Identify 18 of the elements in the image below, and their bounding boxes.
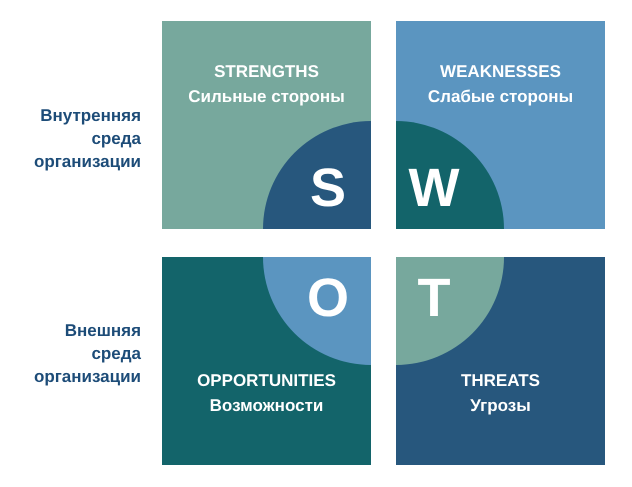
- quadrant-letter: O: [307, 271, 349, 325]
- side-label: Внутренняя среда организации: [34, 105, 141, 173]
- quadrant-letter: T: [418, 271, 450, 325]
- quadrant-subtitle: Слабые стороны: [428, 86, 574, 108]
- swot-quadrant: [396, 257, 605, 465]
- quadrant-letter: W: [408, 161, 460, 215]
- quadrant-title: THREATS: [460, 370, 540, 392]
- quadrant-title: OPPORTUNITIES: [197, 370, 336, 392]
- quadrant-title: WEAKNESSES: [440, 61, 561, 83]
- swot-quadrant: [162, 21, 371, 229]
- quadrant-title: STRENGTHS: [214, 61, 319, 83]
- swot-quadrant: [162, 257, 371, 465]
- quadrant-subtitle: Угрозы: [470, 395, 531, 417]
- quadrant-subtitle: Сильные стороны: [188, 86, 345, 108]
- quadrant-subtitle: Возможности: [210, 395, 324, 417]
- side-label: Внешняя среда организации: [34, 320, 141, 388]
- quadrant-letter: S: [310, 161, 346, 215]
- swot-quadrant: [396, 21, 605, 229]
